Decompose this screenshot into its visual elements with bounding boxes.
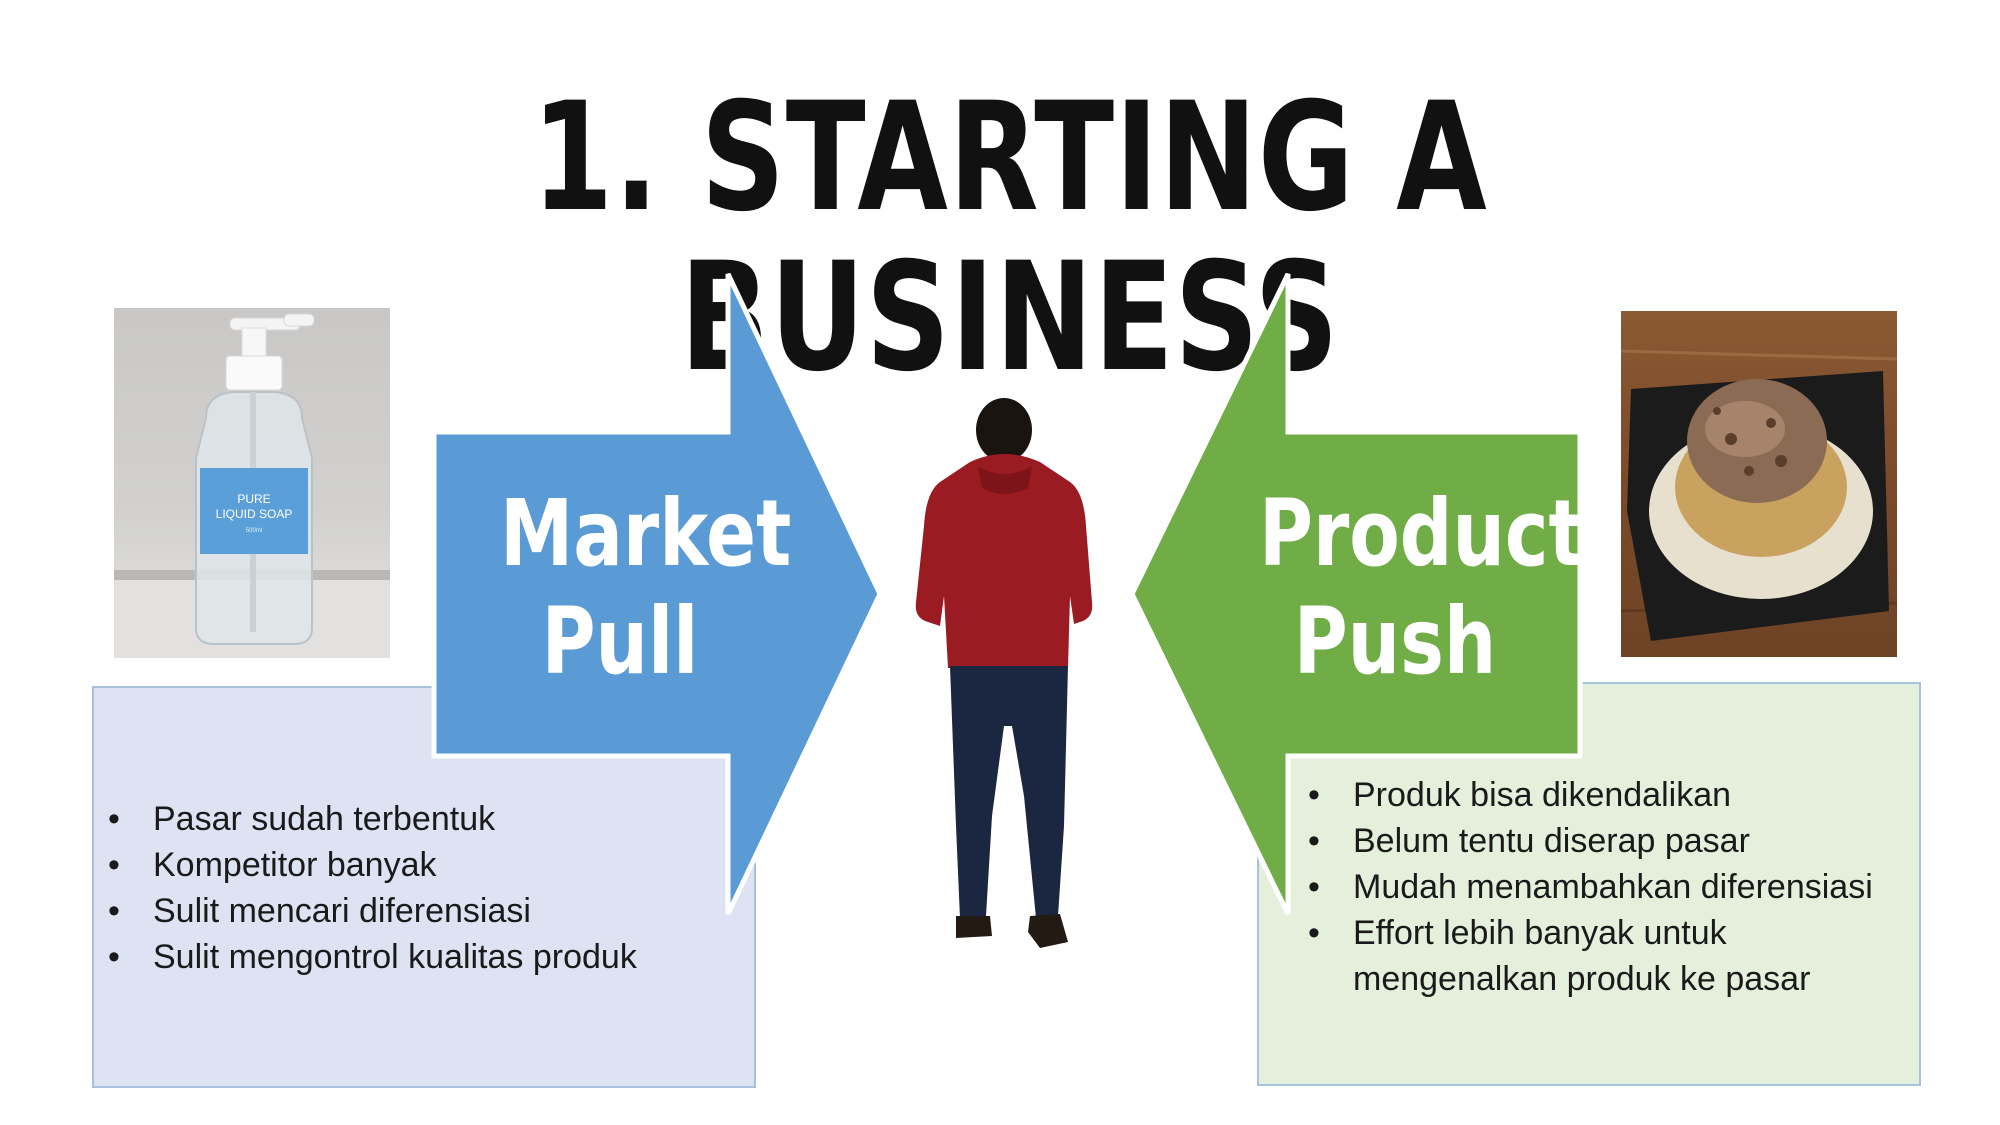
list-item: Belum tentu diserap pasar xyxy=(1308,818,1913,864)
bottle-label-line1: PURE xyxy=(237,492,270,506)
person-back-view-icon xyxy=(915,398,1093,948)
product-push-label: Product Push xyxy=(1259,480,1584,696)
list-item: Mudah menambahkan diferensiasi xyxy=(1308,864,1913,910)
market-pull-label: Market Pull xyxy=(500,480,792,696)
food-dish-icon xyxy=(1620,349,1898,641)
market-pull-label-line1: Market xyxy=(500,480,792,587)
food-dish-photo xyxy=(1620,311,1898,657)
list-item: Produk bisa dikendalikan xyxy=(1308,772,1913,818)
slide-title: 1. STARTING A BUSINESS xyxy=(531,71,1488,405)
product-push-bullets: Produk bisa dikendalikan Belum tentu dis… xyxy=(1308,772,1913,1002)
bottle-label-line2: LIQUID SOAP xyxy=(216,507,293,521)
product-push-arrow xyxy=(1129,272,1583,916)
list-item: Effort lebih banyak untuk mengenalkan pr… xyxy=(1308,910,1913,1002)
product-push-label-line1: Product xyxy=(1259,480,1584,587)
liquid-soap-photo: PURE LIQUID SOAP 500ml xyxy=(114,308,390,658)
list-item: Pasar sudah terbentuk xyxy=(108,796,637,842)
liquid-soap-bottle-icon: PURE LIQUID SOAP 500ml xyxy=(114,313,390,658)
market-pull-arrow xyxy=(431,272,883,916)
list-item: Sulit mengontrol kualitas produk xyxy=(108,934,637,980)
market-pull-label-line2: Pull xyxy=(541,588,699,695)
product-push-label-line2: Push xyxy=(1293,588,1497,695)
bottle-label-line3: 500ml xyxy=(246,528,262,534)
market-pull-bullets: Pasar sudah terbentuk Kompetitor banyak … xyxy=(108,796,637,980)
list-item: Kompetitor banyak xyxy=(108,842,637,888)
list-item: Sulit mencari diferensiasi xyxy=(108,888,637,934)
